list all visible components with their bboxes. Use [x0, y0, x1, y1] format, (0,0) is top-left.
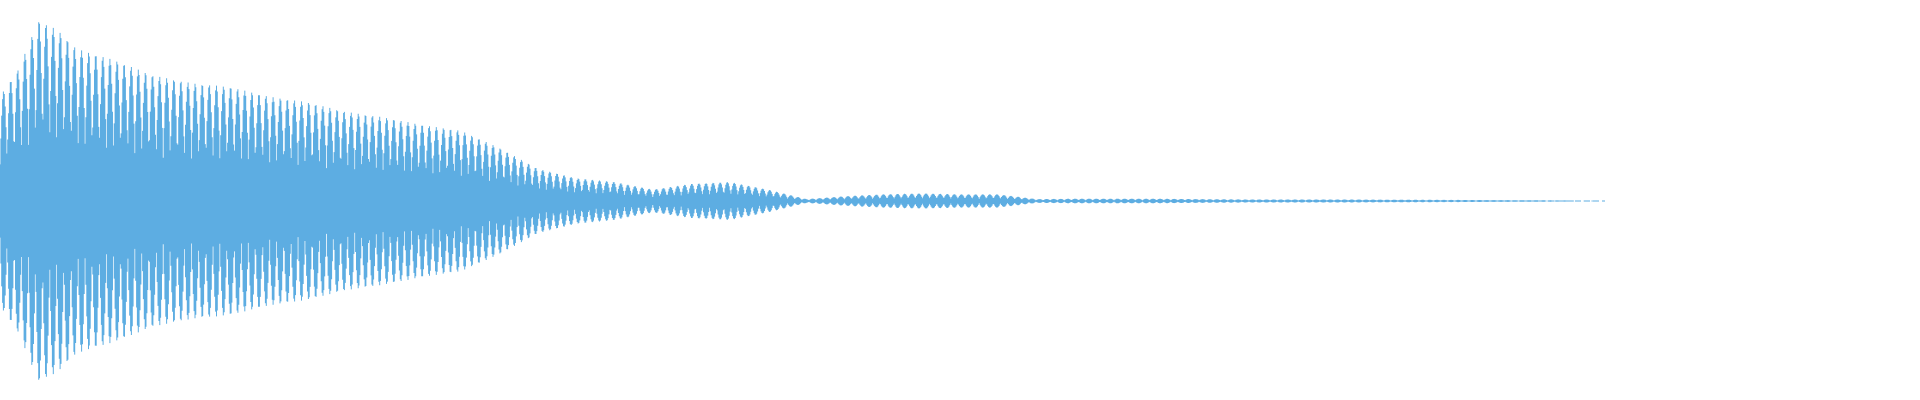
audio-waveform — [0, 22, 1605, 380]
waveform-view — [0, 22, 1605, 380]
